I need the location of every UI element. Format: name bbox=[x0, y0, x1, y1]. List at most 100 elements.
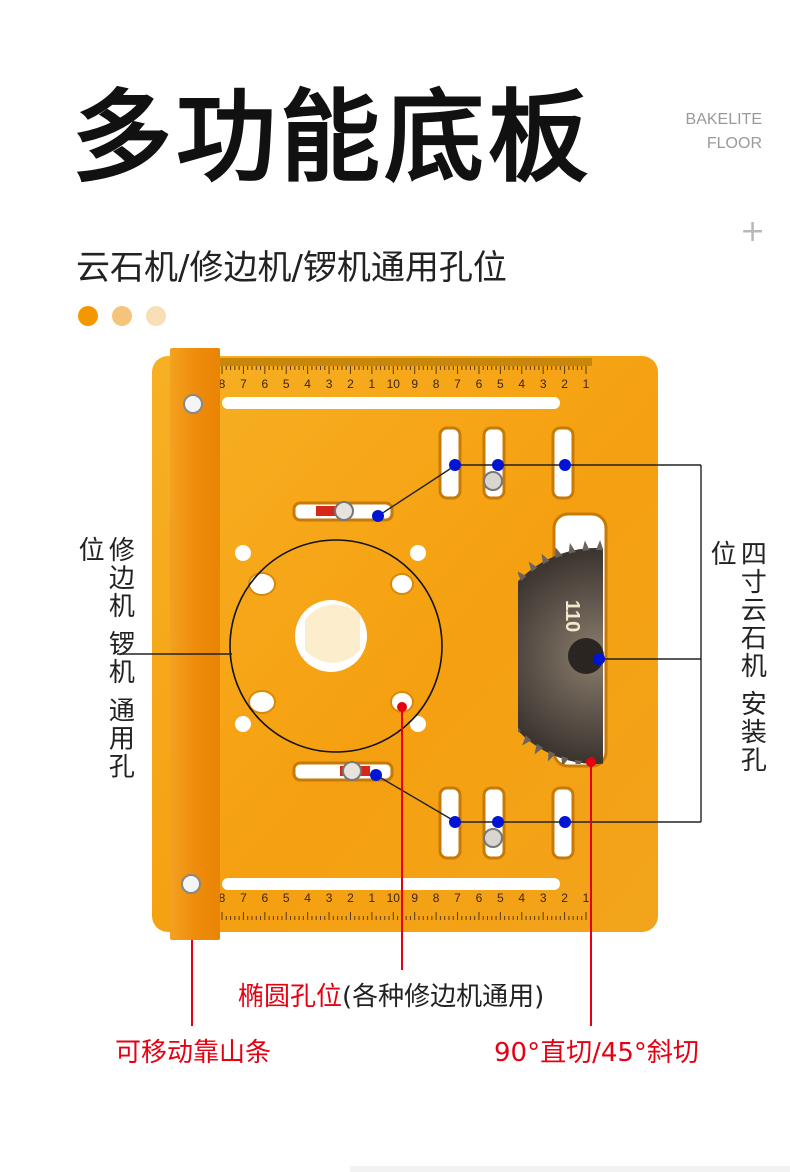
marker-slot-top bbox=[372, 510, 384, 522]
english-tag-line1: BAKELITE bbox=[685, 111, 762, 128]
ruler-number: 3 bbox=[540, 377, 547, 391]
saw-tooth bbox=[582, 540, 590, 551]
ruler-number: 4 bbox=[304, 891, 311, 905]
ruler-number: 7 bbox=[240, 891, 247, 905]
saw-tooth bbox=[596, 540, 603, 551]
leader-top-slot bbox=[377, 464, 457, 517]
saw-tooth bbox=[528, 561, 538, 572]
adjust-slot-top-mark bbox=[316, 506, 336, 516]
ellipse-caption-main: 椭圆孔位 bbox=[238, 982, 343, 1012]
marker-top-1 bbox=[449, 459, 461, 471]
ruler-number: 6 bbox=[476, 377, 483, 391]
screw-bottom bbox=[483, 828, 503, 848]
saw-tooth bbox=[574, 759, 583, 764]
saw-tooth bbox=[555, 547, 563, 559]
mount-hole-3 bbox=[248, 690, 276, 714]
ruler-number: 10 bbox=[387, 891, 401, 905]
ruler-number: 2 bbox=[561, 377, 568, 391]
blade-size-text: 110 bbox=[561, 600, 583, 632]
saw-tooth bbox=[602, 761, 603, 763]
mount-hole-7 bbox=[235, 716, 251, 732]
ruler-number: 3 bbox=[540, 891, 547, 905]
english-tag-line2: FLOOR bbox=[706, 135, 762, 152]
saw-tooth bbox=[680, 589, 690, 598]
leader-bottom-slot bbox=[375, 774, 457, 823]
router-holes-label: 修边机 锣机 通用孔位 bbox=[74, 536, 135, 781]
ruler-number: 1 bbox=[583, 891, 590, 905]
saw-tooth bbox=[684, 709, 695, 717]
saw-tooth bbox=[561, 756, 569, 764]
mount-hole-5 bbox=[235, 545, 251, 561]
top-ruler-ticks bbox=[221, 366, 587, 374]
ellipse-holes-caption: 椭圆孔位(各种修边机通用) bbox=[238, 976, 544, 1013]
ruler-number: 10 bbox=[387, 377, 401, 391]
movable-fence bbox=[170, 348, 220, 940]
baseplate bbox=[152, 356, 658, 932]
mount-hole-2 bbox=[390, 573, 414, 595]
top-ruler-band bbox=[220, 358, 592, 366]
saw-tooth bbox=[671, 577, 681, 587]
router-hole-shading bbox=[305, 604, 360, 663]
router-holes-circle bbox=[229, 539, 443, 753]
mount-hole-6 bbox=[410, 545, 426, 561]
saw-tooth bbox=[688, 602, 699, 610]
marker-slot-bottom bbox=[370, 769, 382, 781]
marker-blade bbox=[593, 653, 605, 665]
adjust-knob-top bbox=[334, 501, 354, 521]
marker-top-2 bbox=[492, 459, 504, 471]
saw-tooth bbox=[522, 735, 532, 746]
mount-hole-1 bbox=[248, 572, 276, 596]
ruler-number: 4 bbox=[518, 891, 525, 905]
ruler-number: 4 bbox=[518, 377, 525, 391]
saw-tooth bbox=[518, 571, 527, 582]
ruler-number: 5 bbox=[497, 377, 504, 391]
ruler-number: 5 bbox=[497, 891, 504, 905]
ruler-number: 2 bbox=[347, 377, 354, 391]
cutter-holes-label: 四寸云石机 安装孔位 bbox=[706, 540, 767, 775]
accent-dot-1 bbox=[78, 306, 98, 326]
saw-blade-teeth bbox=[518, 540, 705, 764]
movable-fence-caption: 可移动靠山条 bbox=[115, 1038, 272, 1068]
ruler-number: 6 bbox=[476, 891, 483, 905]
ruler-number: 8 bbox=[433, 891, 440, 905]
cut-angle-caption: 90°直切/45°斜切 bbox=[494, 1038, 699, 1068]
ruler-number: 3 bbox=[326, 377, 333, 391]
ruler-number: 5 bbox=[283, 891, 290, 905]
saw-tooth bbox=[661, 566, 670, 576]
adjust-knob-bottom bbox=[342, 761, 362, 781]
marker-top-3 bbox=[559, 459, 571, 471]
ruler-number: 9 bbox=[411, 891, 418, 905]
ruler-number: 4 bbox=[304, 377, 311, 391]
page-title: 多功能底板 bbox=[72, 79, 592, 196]
saw-tooth bbox=[541, 553, 550, 565]
ruler-number: 8 bbox=[219, 377, 226, 391]
fence-screw-bottom bbox=[181, 874, 201, 894]
marker-cut bbox=[586, 757, 596, 767]
saw-tooth bbox=[675, 721, 685, 730]
blade-arbor bbox=[568, 638, 604, 674]
marker-bottom-2 bbox=[492, 816, 504, 828]
accent-dot-2 bbox=[112, 306, 132, 326]
subtitle: 云石机/修边机/锣机通用孔位 bbox=[76, 248, 507, 288]
bottom-ruler-ticks bbox=[221, 912, 587, 920]
saw-tooth bbox=[547, 750, 556, 762]
plus-icon: + bbox=[740, 214, 766, 249]
ruler-number: 8 bbox=[433, 377, 440, 391]
marker-bottom-1 bbox=[449, 816, 461, 828]
english-tag: BAKELITE FLOOR bbox=[686, 108, 762, 156]
marker-ellipse bbox=[397, 702, 407, 712]
marker-bottom-3 bbox=[559, 816, 571, 828]
ruler-number: 1 bbox=[583, 377, 590, 391]
saw-tooth bbox=[694, 615, 705, 622]
saw-tooth bbox=[518, 727, 522, 733]
ellipse-caption-note: (各种修边机通用) bbox=[342, 982, 545, 1012]
ruler-number: 7 bbox=[240, 377, 247, 391]
accent-dot-3 bbox=[146, 306, 166, 326]
ruler-number: 9 bbox=[411, 377, 418, 391]
ruler-number: 3 bbox=[326, 891, 333, 905]
mount-hole-8 bbox=[410, 716, 426, 732]
